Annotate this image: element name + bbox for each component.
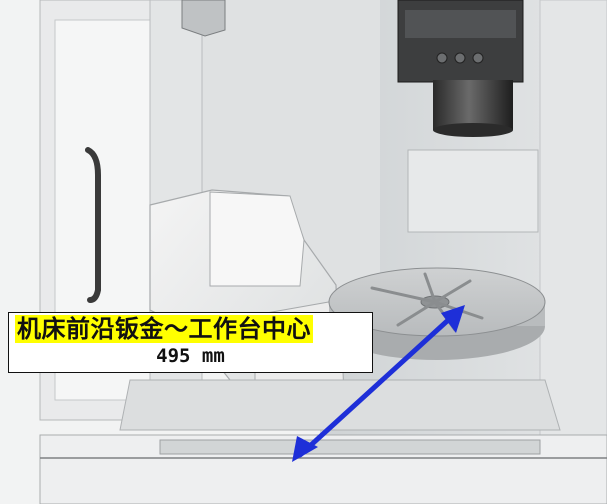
spindle-nose: [433, 123, 513, 137]
measurement-value: 495 mm: [156, 345, 225, 367]
spindle-bolt-icon: [454, 52, 466, 64]
measurement-arrow-icon: [292, 305, 465, 462]
measurement-title: 机床前沿钣金～工作台中心: [15, 315, 313, 343]
column-block: [407, 149, 539, 233]
door-handle: [85, 147, 101, 303]
tool-carousel-part: [181, 0, 226, 37]
spindle-cylinder: [433, 80, 513, 130]
spindle-bolt-icon: [436, 52, 448, 64]
cradle-motor-block: [209, 191, 305, 287]
chip-trough: [159, 439, 541, 455]
spindle-bolt-icon: [472, 52, 484, 64]
spindle-head-top: [405, 10, 516, 38]
measurement-callout: 机床前沿钣金～工作台中心 495 mm: [8, 312, 373, 373]
machine-bed: [119, 379, 561, 431]
